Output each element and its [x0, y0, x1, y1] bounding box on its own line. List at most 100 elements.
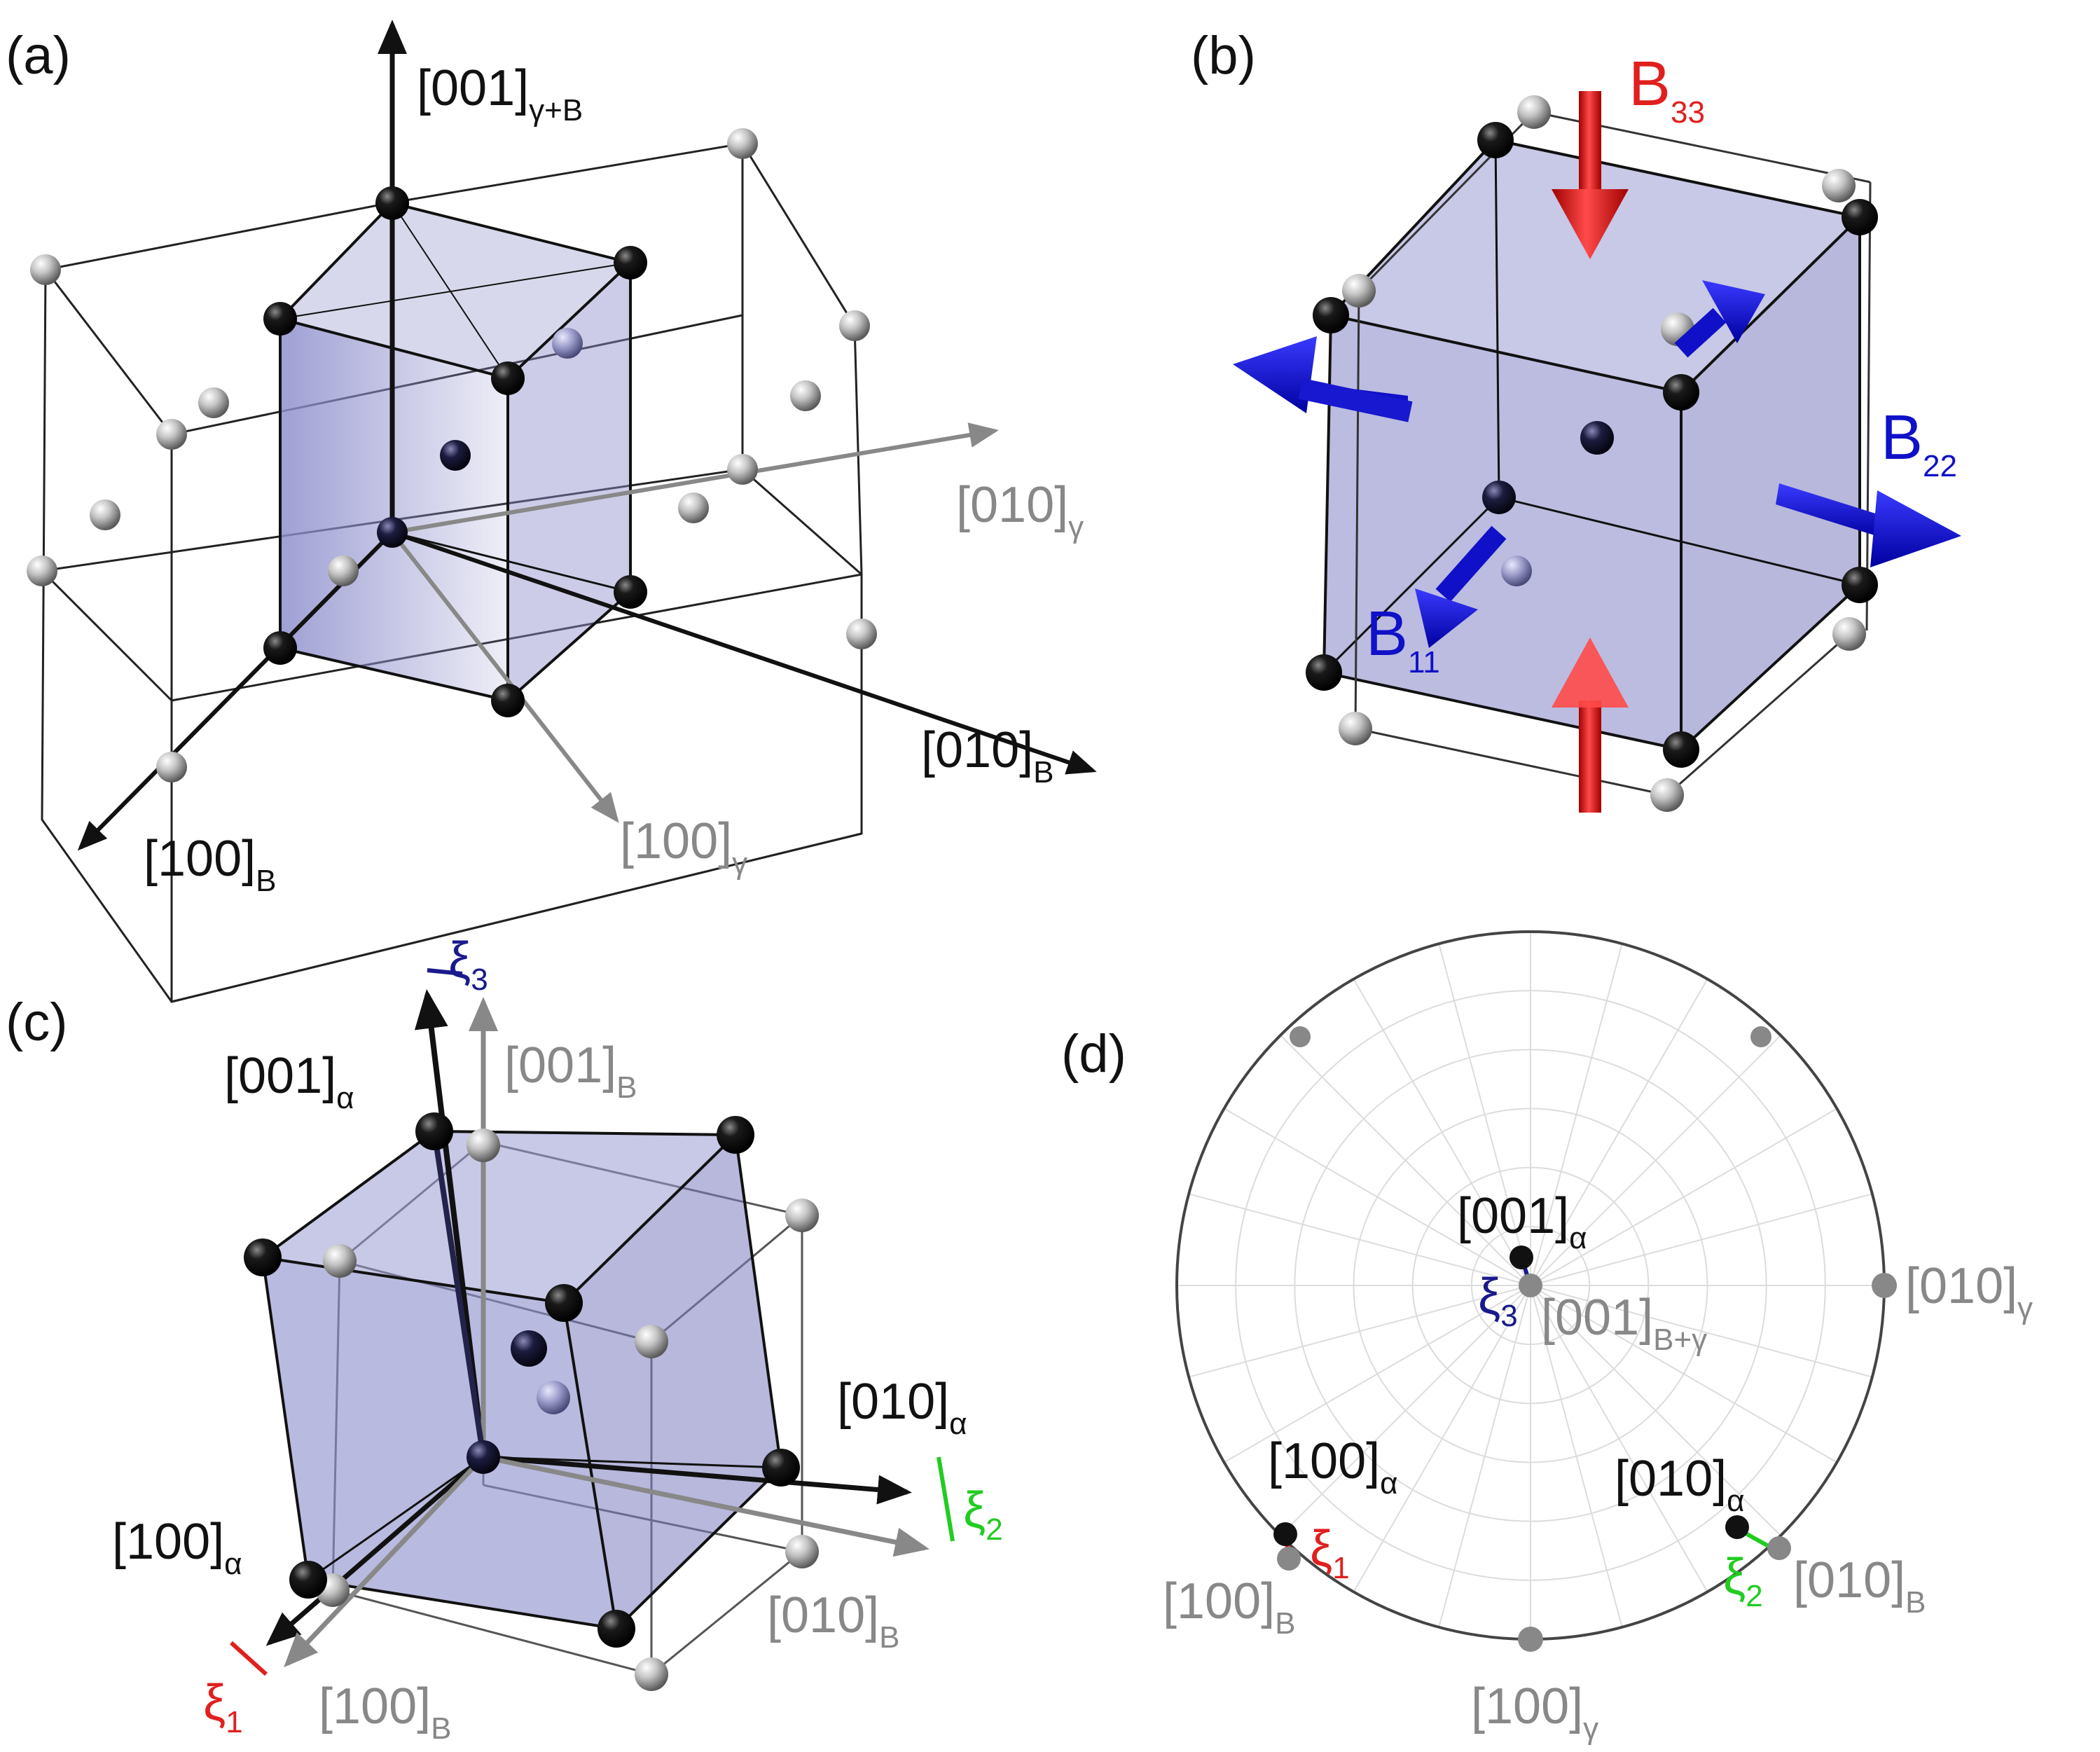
atom-black — [717, 1116, 754, 1154]
axis-100-alpha — [265, 1455, 485, 1646]
label-xi1: ξ1 — [1310, 1521, 1350, 1585]
grid-radial — [1530, 1193, 1873, 1286]
panel-b: (b) — [1191, 26, 1961, 813]
label-001-b: [001]B — [504, 1037, 637, 1105]
pole-100-alpha — [1273, 1522, 1297, 1546]
panel-a-atoms — [27, 128, 877, 782]
label-010-alpha: [010]α — [1615, 1451, 1745, 1518]
atom-light — [1501, 556, 1532, 586]
atom-black — [614, 575, 647, 609]
stereo-grid — [1177, 932, 1884, 1639]
atom-gray — [1342, 274, 1376, 308]
atom-gray — [635, 1657, 668, 1691]
xi3-arc — [427, 968, 463, 976]
atom-black — [1306, 654, 1342, 691]
pole-100-gamma — [1518, 1627, 1543, 1652]
atom-black — [1663, 731, 1699, 768]
arrow-b11-front — [1415, 525, 1507, 648]
grid-radial — [1530, 1035, 1781, 1286]
atom-gray — [839, 310, 870, 341]
atom-black — [614, 246, 647, 280]
xi2-arc — [937, 1456, 955, 1542]
grid-radial — [1530, 979, 1708, 1286]
atom-gray — [1339, 712, 1372, 745]
atom-black — [289, 1561, 327, 1599]
atom-gray — [328, 556, 359, 586]
atom-gray — [846, 619, 877, 649]
panel-b-label: (b) — [1191, 26, 1256, 85]
atom-gray — [1650, 778, 1684, 812]
label-010-alpha: [010]α — [837, 1374, 967, 1441]
atom-black — [545, 1284, 583, 1322]
stereo-poles — [1273, 1026, 1897, 1652]
grid-radial — [1530, 1108, 1837, 1286]
atom-gray — [1517, 95, 1551, 129]
label-xi3: ξ3 — [1478, 1269, 1518, 1333]
grid-radial — [1280, 1285, 1531, 1536]
grid-radial — [1438, 943, 1531, 1286]
label-b33: B33 — [1629, 49, 1705, 130]
alpha-cell — [258, 1129, 782, 1630]
atom-gray — [727, 128, 758, 159]
label-100-alpha: [100]α — [112, 1514, 242, 1581]
axis-010-b — [392, 530, 1097, 775]
atom-black — [1663, 374, 1699, 411]
atom-black — [263, 631, 297, 665]
grid-radial — [1188, 1285, 1531, 1378]
pole-010-gamma — [1872, 1273, 1897, 1298]
label-100-alpha: [100]α — [1268, 1433, 1398, 1501]
atom-black — [491, 361, 525, 395]
pole-010-b — [1767, 1536, 1791, 1560]
label-001-b-gamma: [001]B+γ — [1541, 1290, 1707, 1357]
arrow-b22-back — [1233, 336, 1413, 422]
label-010-b: [010]B — [921, 722, 1054, 789]
atom-black — [263, 302, 297, 336]
grid-radial — [1530, 1285, 1708, 1592]
axis-010-b — [483, 1454, 930, 1557]
label-001-alpha: [001]α — [224, 1048, 354, 1115]
grid-radial — [1438, 1285, 1531, 1628]
arrow-b33-bottom — [1552, 637, 1629, 813]
grid-radial — [1530, 1285, 1623, 1628]
xi1-arc — [229, 1641, 268, 1676]
atom-black — [244, 1239, 282, 1276]
label-100-gamma: [100]γ — [1471, 1678, 1598, 1746]
atom-origin — [467, 1440, 500, 1474]
axis-overlay — [431, 1131, 486, 1458]
atom-light — [537, 1381, 570, 1414]
grid-radial — [1530, 1285, 1873, 1378]
atom-black — [1842, 199, 1878, 235]
atom-gray — [467, 1129, 500, 1162]
atom-black — [375, 186, 409, 220]
label-100-b: [100]B — [319, 1678, 452, 1746]
label-xi2: ξ2 — [1723, 1549, 1763, 1613]
label-010-b: [010]B — [1793, 1552, 1926, 1620]
label-001-gamma-b: [001]γ+B — [417, 60, 583, 127]
atom-gray — [727, 454, 758, 485]
atom-gray — [1832, 617, 1866, 651]
label-b11: B11 — [1366, 599, 1440, 680]
atom-black — [491, 684, 525, 717]
panel-d-label: (d) — [1061, 1024, 1126, 1084]
atom-gray — [156, 419, 187, 450]
pole-001-alpha — [1510, 1246, 1533, 1269]
grid-radial — [1530, 1285, 1837, 1463]
atom-gray — [323, 1244, 357, 1278]
label-xi3: ξ3 — [448, 932, 488, 997]
atom-gray — [30, 254, 61, 285]
atom-light — [552, 328, 583, 359]
label-010-gamma: [010]γ — [1905, 1258, 2033, 1325]
label-xi2: ξ2 — [963, 1482, 1003, 1547]
pole-001-b-gamma — [1519, 1274, 1542, 1297]
atom-black — [1477, 122, 1514, 158]
panel-a-label: (a) — [6, 26, 71, 85]
atom-black — [762, 1449, 800, 1487]
atom-black — [415, 1112, 453, 1150]
label-xi1: ξ1 — [203, 1675, 243, 1739]
grid-radial — [1224, 1108, 1531, 1286]
label-100-gamma: [100]γ — [620, 813, 747, 881]
grid-radial — [1224, 1285, 1531, 1463]
arrow-b22-right — [1776, 483, 1961, 567]
axis-100-b — [284, 1455, 485, 1668]
